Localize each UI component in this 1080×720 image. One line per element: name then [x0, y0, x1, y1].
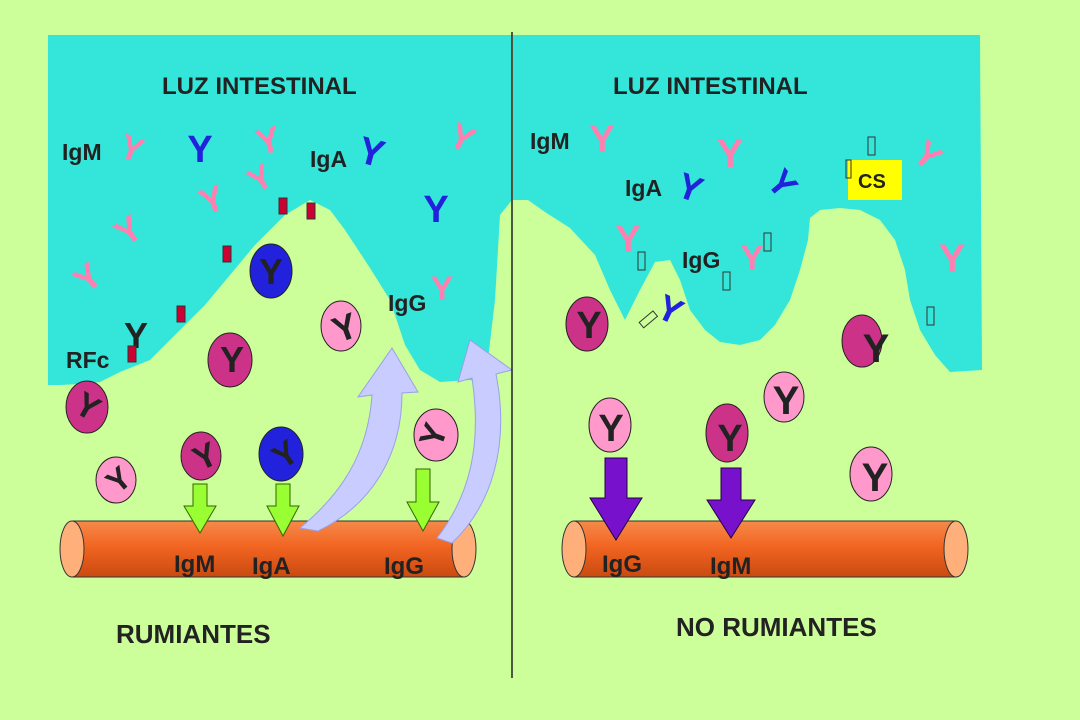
- right-vessel-igg: IgG: [602, 551, 642, 578]
- left-vessel-igm: IgM: [174, 551, 215, 578]
- igm-cell: [207, 332, 253, 388]
- purple-arrow: [589, 457, 643, 541]
- left-label-iga: IgA: [310, 146, 347, 172]
- right-label-iga: IgA: [625, 175, 662, 201]
- marker: [926, 306, 935, 326]
- marker: [638, 310, 659, 329]
- antibody-glyph: Y: [259, 251, 283, 292]
- antibody-glyph: Y: [863, 327, 890, 371]
- antibody-glyph: Y: [576, 305, 601, 347]
- antibody-glyph: Y: [589, 119, 614, 161]
- fc-receptor: [127, 345, 137, 363]
- igg-cell: [413, 408, 459, 462]
- right-caption: NO RUMIANTES: [676, 612, 877, 642]
- antibody-glyph: Y: [740, 237, 764, 278]
- purple-arrow: [706, 467, 756, 539]
- igm-cell: [849, 446, 893, 502]
- left-label-rfc: RFc: [66, 347, 110, 373]
- antibody-glyph: Y: [615, 219, 640, 261]
- right-vessel: IgG IgM: [561, 520, 969, 580]
- right-lumen-title: LUZ INTESTINAL: [613, 73, 808, 100]
- transcytosis-arrow: [436, 339, 514, 544]
- igg-cell: [705, 403, 749, 463]
- left-caption: RUMIANTES: [116, 619, 271, 649]
- marker: [763, 232, 772, 252]
- fc-receptor: [278, 197, 288, 215]
- left-panel: LUZ INTESTINAL IgM IgA IgG RFc Y Y Y Y Y…: [48, 35, 514, 649]
- antibody-glyph: Y: [423, 189, 448, 231]
- antibody-glyph: Y: [939, 237, 966, 281]
- blood-vessel: [573, 520, 957, 578]
- blood-vessel-end: [561, 520, 587, 578]
- antibody-glyph: Y: [220, 339, 244, 380]
- left-vessel-iga: IgA: [252, 553, 291, 580]
- cs-label: CS: [858, 171, 886, 193]
- transcytosis-arrow: [298, 347, 419, 532]
- igg-cell: [320, 300, 362, 352]
- antibody-glyph: Y: [862, 456, 889, 500]
- antibody-glyph: Y: [717, 132, 744, 176]
- green-arrow: [266, 483, 300, 538]
- fc-receptor: [176, 305, 186, 323]
- right-antibody-cells: Y Y Y Y Y Y: [565, 296, 893, 502]
- igm-cell: [95, 456, 137, 504]
- right-label-igg: IgG: [682, 247, 720, 273]
- marker: [867, 136, 876, 156]
- blood-vessel: [71, 520, 465, 578]
- antibody-glyph: Y: [187, 129, 212, 171]
- left-transport-arrows: [298, 339, 514, 544]
- blood-vessel-end: [59, 520, 85, 578]
- cs-box: [848, 160, 902, 200]
- fc-receptor: [306, 202, 316, 220]
- marker: [637, 251, 646, 271]
- right-secretion-arrows: [589, 457, 756, 541]
- right-vessel-igm: IgM: [710, 553, 751, 580]
- antibody-glyph: Y: [773, 379, 800, 423]
- antibody-glyph: Y: [717, 418, 742, 460]
- igg-cell: [841, 314, 883, 368]
- green-arrow: [406, 468, 440, 533]
- marker: [722, 271, 731, 291]
- iga-cell: [258, 426, 304, 482]
- igm-cell: [763, 371, 805, 423]
- igm-cell: [588, 397, 632, 453]
- igm-cell: [65, 380, 109, 434]
- marker: [845, 159, 852, 179]
- right-intestinal-lumen: [513, 35, 982, 372]
- iga-cell: [249, 243, 293, 299]
- antibody-glyph: Y: [651, 286, 690, 333]
- right-small-markers: [637, 136, 935, 329]
- left-vessel-igg: IgG: [384, 553, 424, 580]
- left-vessel: IgM IgA IgG: [59, 520, 477, 580]
- left-secretion-arrows: [183, 468, 440, 538]
- antibody-glyph: Y: [598, 408, 623, 450]
- blood-vessel-end: [943, 520, 969, 578]
- antibody-glyph: Y: [431, 270, 454, 308]
- left-antibody-cells: Y Y Y Y Y Y Y Y: [65, 243, 459, 504]
- left-label-igg: IgG: [388, 290, 426, 316]
- igg-cell: [565, 296, 609, 352]
- left-fc-receptors: [127, 197, 316, 363]
- left-label-igm: IgM: [62, 139, 102, 165]
- right-panel: LUZ INTESTINAL IgM IgA IgG CS Y Y Y Y Y …: [513, 35, 982, 642]
- igm-cell: [180, 431, 222, 481]
- fc-receptor: [222, 245, 232, 263]
- right-label-igm: IgM: [530, 128, 570, 154]
- left-lumen-title: LUZ INTESTINAL: [162, 73, 357, 100]
- green-arrow: [183, 483, 217, 534]
